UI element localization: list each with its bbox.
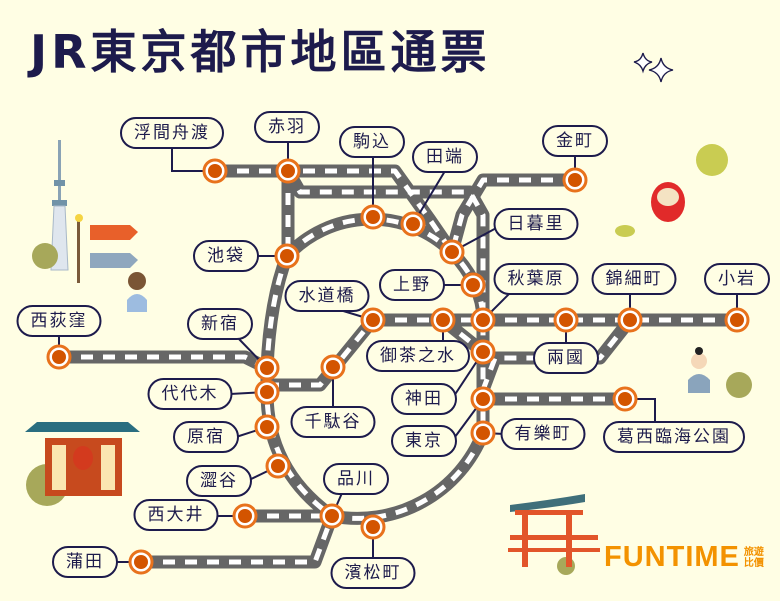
samurai-figure-icon (688, 347, 710, 393)
station-label-hamamatsucho[interactable]: 濱松町 (330, 557, 416, 589)
page-title: JR東京都市地區通票 (30, 25, 491, 79)
koinobori-icon (75, 214, 138, 283)
station-label-kasai-rinkai-koen[interactable]: 葛西臨海公園 (603, 421, 745, 453)
logo-subtitle: 旅遊 比價 (743, 546, 764, 569)
station-label-yoyogi[interactable]: 代代木 (147, 378, 233, 410)
station-label-ueno[interactable]: 上野 (379, 269, 445, 301)
daruma-icon (651, 182, 685, 222)
station-label-suidobashi[interactable]: 水道橋 (284, 280, 370, 312)
station-label-koiwa[interactable]: 小岩 (704, 263, 770, 295)
station-label-kanda[interactable]: 神田 (391, 383, 457, 415)
funtime-logo: FUNTIME 旅遊 比價 (604, 541, 766, 574)
station-label-kinshicho-kanamachi[interactable]: 金町 (542, 125, 608, 157)
kaminarimon-gate-icon (25, 422, 140, 496)
station-label-akihabara[interactable]: 秋葉原 (493, 263, 579, 295)
station-label-tokyo[interactable]: 東京 (391, 425, 457, 457)
station-label-kinshicho[interactable]: 錦細町 (591, 263, 677, 295)
child-figure-icon (127, 272, 147, 312)
station-label-komagome[interactable]: 駒込 (339, 126, 405, 158)
bush-icon (615, 225, 635, 237)
logo-wordmark: FUNTIME (604, 541, 740, 573)
sparkle-icon (633, 52, 674, 83)
station-label-tabata[interactable]: 田端 (412, 141, 478, 173)
station-label-ryogoku[interactable]: 兩國 (533, 342, 599, 374)
station-label-nishi-ogikubo[interactable]: 西荻窪 (16, 305, 102, 337)
station-label-ukima-funado[interactable]: 浮間舟渡 (120, 117, 224, 149)
station-label-ochanomizu[interactable]: 御茶之水 (366, 340, 470, 372)
station-label-shinjuku[interactable]: 新宿 (187, 308, 253, 340)
station-label-harajuku[interactable]: 原宿 (173, 421, 239, 453)
station-label-shinagawa[interactable]: 品川 (323, 463, 389, 495)
station-label-akabane[interactable]: 赤羽 (254, 111, 320, 143)
station-label-kamata[interactable]: 蒲田 (52, 546, 118, 578)
station-label-sendagaya[interactable]: 千駄谷 (290, 406, 376, 438)
torii-gate-icon (508, 494, 600, 567)
station-label-ikebukuro[interactable]: 池袋 (193, 240, 259, 272)
station-label-yurakucho[interactable]: 有樂町 (500, 418, 586, 450)
station-label-nippori[interactable]: 日暮里 (493, 208, 579, 240)
station-label-shibuya[interactable]: 澀谷 (186, 465, 252, 497)
station-label-oimachi[interactable]: 西大井 (133, 499, 219, 531)
